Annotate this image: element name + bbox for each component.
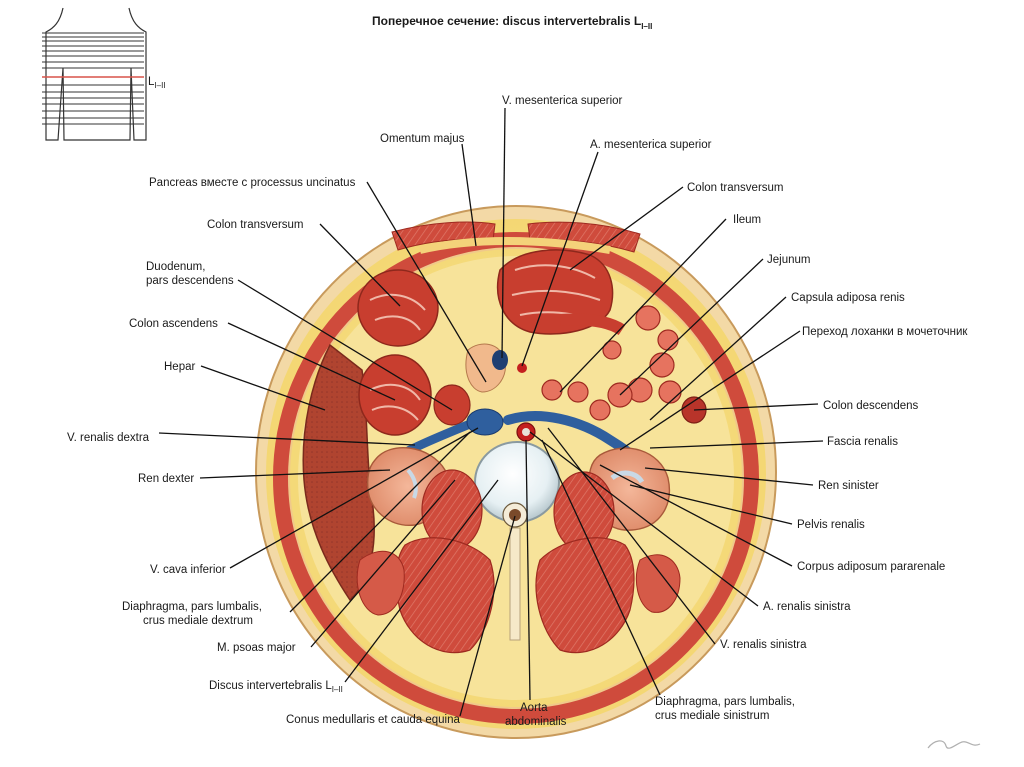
quadratus-lumborum-right (356, 550, 405, 616)
label-a-mesenterica-superior: A. mesenterica superior (590, 139, 712, 151)
leader-lines (158, 107, 824, 717)
label-ileum: Ileum (733, 214, 761, 226)
label-a-renalis-sinistra: A. renalis sinistra (763, 601, 851, 613)
label-fascia-renalis: Fascia renalis (827, 436, 898, 448)
section-level-lines (42, 32, 144, 125)
cross-section (255, 205, 777, 739)
label-conus-medullaris: Conus medullaris et cauda equina (286, 714, 460, 726)
label-v-renalis-sinistra: V. renalis sinistra (720, 639, 807, 651)
thumbnail-level-label: LI–II (148, 76, 166, 90)
labels-left: Omentum majus Pancreas вместе с processu… (67, 133, 465, 726)
label-diaphragma-sinistrum-2: crus mediale sinistrum (655, 710, 769, 722)
label-colon-transversum-left: Colon transversum (207, 219, 304, 231)
labels-bottom: Aorta abdominalis (505, 702, 567, 728)
label-aorta-2: abdominalis (505, 716, 567, 728)
quadratus-lumborum-left (636, 554, 681, 613)
label-hepar: Hepar (164, 361, 195, 373)
labels-right: V. mesenterica superior A. mesenterica s… (502, 95, 968, 722)
label-omentum-majus: Omentum majus (380, 133, 465, 145)
label-colon-ascendens: Colon ascendens (129, 318, 218, 330)
pelvis-renalis (610, 470, 645, 484)
pelvis-renalis-right (406, 468, 418, 499)
spinous-process (509, 527, 521, 641)
label-duodenum-1: Duodenum, (146, 261, 205, 273)
label-m-psoas-major: M. psoas major (217, 642, 296, 654)
haustra (369, 383, 421, 421)
label-corpus-adiposum: Corpus adiposum pararenale (797, 561, 945, 573)
body-level-thumbnail: LI–II (42, 7, 166, 141)
label-diaphragma-sinistrum-1: Diaphragma, pars lumbalis, (655, 696, 795, 708)
a-mesenterica-superior (517, 363, 527, 373)
label-v-mesenterica-superior: V. mesenterica superior (502, 95, 623, 107)
label-jejunum: Jejunum (767, 254, 810, 266)
rectus-abdominis-right (391, 221, 496, 251)
colon-ascendens (358, 354, 432, 436)
figure-title: Поперечное сечение: discus intervertebra… (372, 14, 652, 31)
artist-signature (927, 740, 981, 749)
label-colon-descendens: Colon descendens (823, 400, 919, 412)
label-perekhod: Переход лоханки в мочеточник (802, 326, 968, 338)
label-diaphragma-dextrum-2: crus mediale dextrum (143, 615, 253, 627)
label-v-cava-inferior: V. cava inferior (150, 564, 226, 576)
erector-spinae-left (535, 537, 635, 654)
label-duodenum-2: pars descendens (146, 275, 234, 287)
label-diaphragma-dextrum-1: Diaphragma, pars lumbalis, (122, 601, 262, 613)
label-ren-sinister: Ren sinister (818, 480, 879, 492)
label-capsula-adiposa-renis: Capsula adiposa renis (791, 292, 905, 304)
label-pelvis-renalis: Pelvis renalis (797, 519, 865, 531)
label-pancreas: Pancreas вместе с processus uncinatus (149, 177, 356, 189)
conus-medullaris (509, 509, 521, 521)
label-aorta-1: Aorta (520, 702, 548, 714)
label-v-renalis-dextra: V. renalis dextra (67, 432, 150, 444)
duodenum (433, 384, 471, 426)
omentum-majus (419, 237, 611, 254)
aorta-lumen (522, 428, 530, 436)
label-colon-transversum-right: Colon transversum (687, 182, 784, 194)
haustra (369, 293, 426, 331)
v-mesenterica-superior (492, 350, 508, 370)
label-ren-dexter: Ren dexter (138, 473, 194, 485)
label-discus-intervertebralis: Discus intervertebralis LI–II (209, 680, 343, 694)
bowel-loop (559, 313, 626, 336)
